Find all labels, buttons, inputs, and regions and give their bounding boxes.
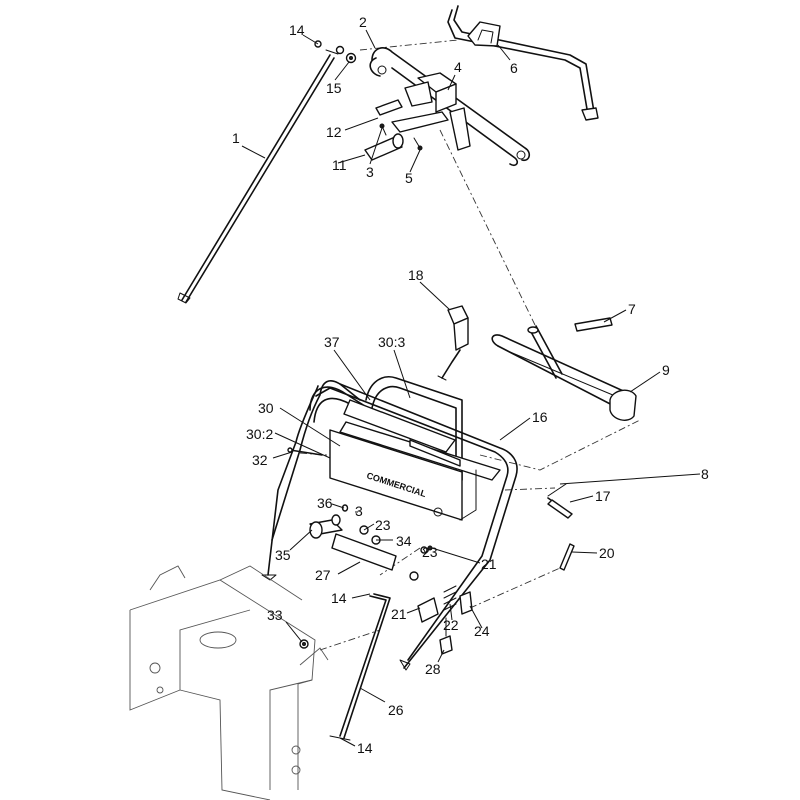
callout-2: 2	[359, 14, 367, 30]
spring-bolt-hardware	[417, 585, 473, 655]
callout-3-lower: 3	[355, 503, 363, 519]
callout-16: 16	[532, 409, 548, 425]
callout-34: 34	[396, 533, 412, 549]
callout-21-lower: 21	[391, 606, 407, 622]
callout-28: 28	[425, 661, 441, 677]
top-clip-hardware	[314, 40, 357, 64]
callout-30-3: 30:3	[378, 334, 405, 350]
control-rod	[177, 49, 339, 304]
leader-lines	[241, 29, 701, 747]
callout-15: 15	[326, 80, 342, 96]
lower-rod	[329, 593, 391, 741]
callout-21: 21	[481, 556, 497, 572]
lower-pivot-hardware	[309, 504, 433, 581]
callout-1: 1	[232, 130, 240, 146]
callout-17: 17	[595, 488, 611, 504]
handle-bracket	[404, 72, 471, 151]
callout-14: 14	[289, 22, 305, 38]
callout-3: 3	[366, 164, 374, 180]
callout-30-2: 30:2	[246, 426, 273, 442]
callout-14-middle: 14	[331, 590, 347, 606]
chassis-frame	[129, 565, 329, 800]
upper-bail	[447, 5, 599, 121]
callout-24: 24	[474, 623, 490, 639]
crossbar	[491, 325, 637, 421]
callout-20: 20	[599, 545, 615, 561]
small-plate	[574, 317, 613, 332]
callout-7: 7	[628, 301, 636, 317]
upper-handle-bar	[369, 47, 531, 167]
rod-20	[559, 543, 575, 571]
callout-5: 5	[405, 170, 413, 186]
callout-4: 4	[454, 59, 462, 75]
callout-23: 23	[375, 517, 391, 533]
callout-23-lower: 23	[422, 544, 438, 560]
callout-14-bottom: 14	[357, 740, 373, 756]
callout-22: 22	[443, 617, 459, 633]
callout-11: 11	[332, 157, 347, 173]
callout-35: 35	[275, 547, 291, 563]
callout-36: 36	[317, 495, 333, 511]
callout-8: 8	[701, 466, 709, 482]
latch-lever	[437, 305, 469, 381]
callout-27: 27	[315, 567, 331, 583]
alignment-lines	[299, 39, 641, 651]
pin-8-17	[547, 483, 573, 519]
callout-18: 18	[408, 267, 424, 283]
callout-33: 33	[267, 607, 283, 623]
main-handle-frame	[261, 376, 518, 671]
callout-12: 12	[326, 124, 342, 140]
pin-32	[287, 447, 323, 456]
callout-32: 32	[252, 452, 268, 468]
callouts: 14 2 15 4 6 1 12 11 3 5 18 7 37 30:3 9 3…	[232, 14, 709, 756]
callout-9: 9	[662, 362, 670, 378]
callout-30: 30	[258, 400, 274, 416]
callout-37: 37	[324, 334, 340, 350]
mount-plate-assembly	[364, 99, 449, 161]
callout-6: 6	[510, 60, 518, 76]
callout-26: 26	[388, 702, 404, 718]
